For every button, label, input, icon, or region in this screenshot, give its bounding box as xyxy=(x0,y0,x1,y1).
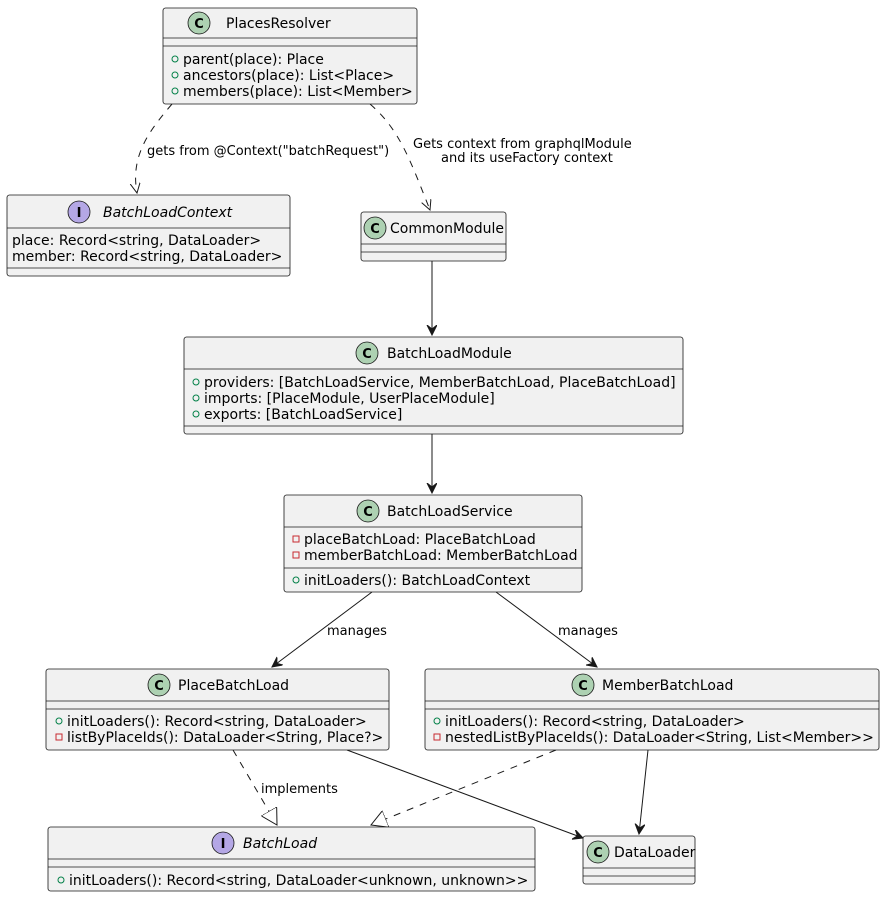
method: nestedListByPlaceIds(): DataLoader<Strin… xyxy=(445,730,874,746)
stereotype-letter: C xyxy=(363,505,373,520)
stereotype-letter: C xyxy=(370,222,380,237)
field: placeBatchLoad: PlaceBatchLoad xyxy=(304,532,536,548)
method: initLoaders(): BatchLoadContext xyxy=(304,573,531,589)
class-name: BatchLoadModule xyxy=(387,346,512,362)
field: place: Record<string, DataLoader> xyxy=(12,233,261,249)
field: member: Record<string, DataLoader> xyxy=(12,249,282,265)
edge-resolver-to-context xyxy=(136,103,173,193)
edge-service-to-place xyxy=(272,591,373,667)
interface-badge-icon xyxy=(67,200,91,224)
public-marker-icon xyxy=(192,394,200,402)
class-badge-icon xyxy=(586,840,610,864)
field: providers: [BatchLoadService, MemberBatc… xyxy=(204,375,676,391)
edge-label-manages-place: manages xyxy=(327,624,387,639)
class-name: MemberBatchLoad xyxy=(602,678,733,694)
private-marker-icon xyxy=(292,551,300,559)
stereotype-letter: C xyxy=(578,679,588,694)
stereotype-letter: I xyxy=(77,206,82,221)
interface-badge-icon xyxy=(211,831,235,855)
edge-place-to-dataloader xyxy=(346,749,583,838)
class-member-batch-load[interactable]: C MemberBatchLoad initLoaders(): Record<… xyxy=(424,668,880,751)
field: memberBatchLoad: MemberBatchLoad xyxy=(304,548,578,564)
public-marker-icon xyxy=(171,87,179,95)
class-badge-icon xyxy=(355,341,379,365)
public-marker-icon xyxy=(292,576,300,584)
class-name: DataLoader xyxy=(614,845,696,861)
class-badge-icon xyxy=(363,216,387,240)
method: initLoaders(): Record<string, DataLoader… xyxy=(67,714,367,730)
class-places-resolver[interactable]: C PlacesResolver parent(place): Place an… xyxy=(162,7,418,105)
interface-batch-load[interactable]: I BatchLoad initLoaders(): Record<string… xyxy=(47,826,536,892)
public-marker-icon xyxy=(55,717,63,725)
interface-name: BatchLoad xyxy=(243,836,317,852)
class-badge-icon xyxy=(187,11,211,35)
edge-label-module-2: and its useFactory context xyxy=(441,151,613,166)
class-name: PlaceBatchLoad xyxy=(178,678,289,694)
private-marker-icon xyxy=(292,535,300,543)
private-marker-icon xyxy=(433,733,441,741)
public-marker-icon xyxy=(171,71,179,79)
class-badge-icon xyxy=(147,673,171,697)
class-data-loader[interactable]: C DataLoader xyxy=(582,835,696,885)
edge-member-to-dataloader xyxy=(639,749,649,834)
edge-label-implements: implements xyxy=(261,782,338,797)
public-marker-icon xyxy=(57,876,65,884)
method: ancestors(place): List<Place> xyxy=(183,68,394,84)
field: exports: [BatchLoadService] xyxy=(204,407,402,423)
stereotype-letter: C xyxy=(194,17,204,32)
class-name: CommonModule xyxy=(390,221,504,237)
class-common-module[interactable]: C CommonModule xyxy=(360,211,507,262)
edge-label-module-1: Gets context from graphqlModule xyxy=(413,137,632,152)
class-batch-load-service[interactable]: C BatchLoadService placeBatchLoad: Place… xyxy=(283,494,583,593)
class-badge-icon xyxy=(356,499,380,523)
method: members(place): List<Member> xyxy=(183,84,413,100)
class-name: BatchLoadService xyxy=(387,504,513,520)
public-marker-icon xyxy=(433,717,441,725)
class-badge-icon xyxy=(571,673,595,697)
public-marker-icon xyxy=(192,378,200,386)
stereotype-letter: C xyxy=(593,846,603,861)
method: initLoaders(): Record<string, DataLoader… xyxy=(445,714,745,730)
stereotype-letter: C xyxy=(362,347,372,362)
class-place-batch-load[interactable]: C PlaceBatchLoad initLoaders(): Record<s… xyxy=(45,668,390,751)
field: imports: [PlaceModule, UserPlaceModule] xyxy=(204,391,495,407)
edge-label-manages-member: manages xyxy=(558,624,618,639)
public-marker-icon xyxy=(171,55,179,63)
method: initLoaders(): Record<string, DataLoader… xyxy=(69,873,528,889)
stereotype-letter: C xyxy=(154,679,164,694)
interface-name: BatchLoadContext xyxy=(103,205,233,221)
edge-member-implements xyxy=(371,749,557,825)
method: listByPlaceIds(): DataLoader<String, Pla… xyxy=(67,730,383,746)
class-batch-load-module[interactable]: C BatchLoadModule providers: [BatchLoadS… xyxy=(183,336,684,435)
private-marker-icon xyxy=(55,733,63,741)
stereotype-letter: I xyxy=(221,837,226,852)
edge-service-to-member xyxy=(495,591,597,667)
edge-place-implements xyxy=(232,749,277,825)
public-marker-icon xyxy=(192,410,200,418)
method: parent(place): Place xyxy=(183,52,324,68)
edge-label-context: gets from @Context("batchRequest") xyxy=(147,144,389,159)
edges: gets from @Context("batchRequest") Gets … xyxy=(136,103,649,838)
interface-batch-load-context[interactable]: I BatchLoadContext place: Record<string,… xyxy=(6,194,291,277)
class-name: PlacesResolver xyxy=(226,16,331,32)
